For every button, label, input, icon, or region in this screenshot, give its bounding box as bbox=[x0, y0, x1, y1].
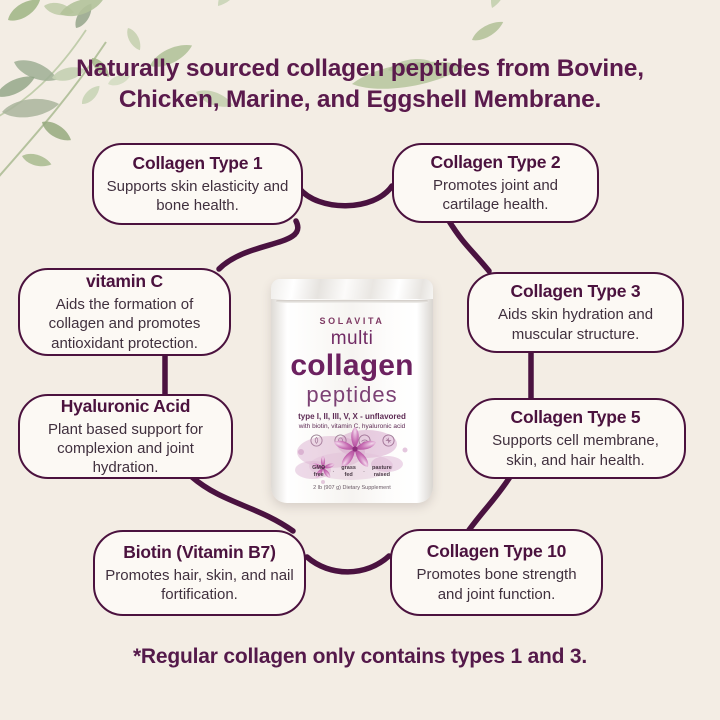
callout-body: Promotes hair, skin, and nail fortificat… bbox=[105, 566, 294, 603]
callout-body: Promotes joint and cartilage health. bbox=[432, 176, 559, 213]
seal-icon bbox=[381, 434, 395, 447]
seal-icon bbox=[309, 434, 323, 447]
seal-icon bbox=[333, 434, 347, 447]
callout-body: Plant based support for complexion and j… bbox=[47, 420, 204, 477]
callout-collagen-type-5: Collagen Type 5 Supports cell membrane, … bbox=[465, 398, 686, 479]
callout-collagen-type-1: Collagen Type 1 Supports skin elasticity… bbox=[92, 143, 303, 225]
callout-title: Collagen Type 2 bbox=[430, 151, 561, 172]
pouch-heat-seal bbox=[271, 279, 433, 299]
product-pouch: SOLAVITA multi collagen peptides type I,… bbox=[271, 279, 433, 503]
product-title-peptides: peptides bbox=[306, 382, 398, 407]
product-types-line: type I, II, III, V, X - unflavored bbox=[298, 412, 406, 422]
connector-bottom bbox=[304, 553, 392, 575]
product-size-line: 2 lb (907 g) Dietary Supplement bbox=[313, 485, 391, 491]
certification-seal-icons bbox=[309, 434, 395, 447]
callout-hyaluronic-acid: Hyaluronic Acid Plant based support for … bbox=[18, 394, 233, 479]
callout-title: Collagen Type 5 bbox=[510, 407, 641, 428]
callout-body: Supports cell membrane, skin, and hair h… bbox=[492, 432, 659, 469]
callout-body: Aids the formation of collagen and promo… bbox=[48, 296, 201, 352]
product-title-collagen: collagen bbox=[290, 349, 414, 382]
callout-title: Hyaluronic Acid bbox=[60, 395, 191, 416]
callout-biotin-vitamin-b7: Biotin (Vitamin B7) Promotes hair, skin,… bbox=[93, 530, 306, 616]
callout-title: vitamin C bbox=[86, 271, 163, 292]
headline: Naturally sourced collagen peptides from… bbox=[76, 55, 644, 113]
callout-title: Collagen Type 1 bbox=[132, 152, 263, 173]
pouch-zipper bbox=[275, 300, 429, 303]
callout-title: Collagen Type 3 bbox=[510, 281, 641, 302]
product-with-line: with biotin, vitamin C, hyaluronic acid bbox=[298, 423, 406, 431]
callout-collagen-type-10: Collagen Type 10 Promotes bone strength … bbox=[390, 529, 603, 616]
product-title-multi: multi bbox=[330, 328, 374, 349]
callout-title: Collagen Type 10 bbox=[426, 541, 567, 562]
brand-logo: SOLAVITA bbox=[319, 316, 385, 326]
badge-separator: · bbox=[362, 469, 365, 476]
callout-body: Promotes bone strength and joint functio… bbox=[416, 566, 577, 603]
badge-separator: · bbox=[332, 469, 335, 476]
flower-artwork bbox=[295, 427, 408, 484]
footnote: *Regular collagen only contains types 1 … bbox=[132, 645, 588, 668]
connector-lower-right bbox=[466, 474, 513, 533]
callout-title: Biotin (Vitamin B7) bbox=[123, 541, 276, 562]
connector-top bbox=[296, 183, 395, 209]
callout-collagen-type-3: Collagen Type 3 Aids skin hydration and … bbox=[467, 272, 684, 353]
connector-upper-left bbox=[216, 218, 301, 272]
connector-upper-right bbox=[446, 218, 492, 274]
callout-body: Aids skin hydration and muscular structu… bbox=[497, 306, 654, 343]
callout-collagen-type-2: Collagen Type 2 Promotes joint and carti… bbox=[392, 143, 599, 223]
seal-icon bbox=[357, 434, 371, 447]
callout-vitamin-c: vitamin C Aids the formation of collagen… bbox=[18, 268, 231, 356]
callout-body: Supports skin elasticity and bone health… bbox=[106, 177, 289, 214]
